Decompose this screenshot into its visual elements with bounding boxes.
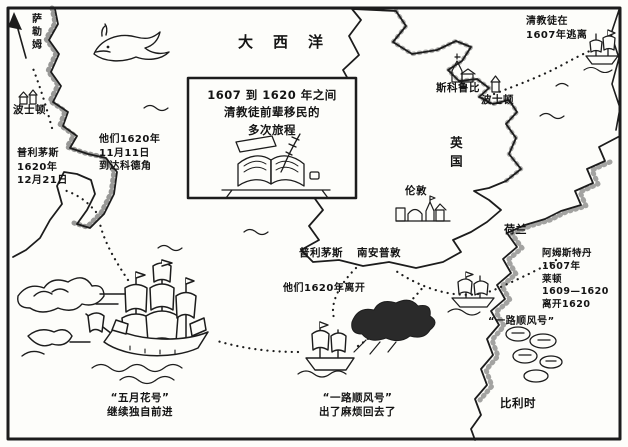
fled-1607-label: 清教徒在 1607年逃离 (526, 16, 588, 41)
mayflower-caption: “五月花号” 继续独自前进 (107, 392, 173, 419)
speedwell-ship-east-icon (447, 271, 495, 316)
inset-panel (186, 76, 358, 200)
holland-label: 荷兰 (504, 223, 527, 236)
fields-icon (505, 326, 563, 383)
amsterdam-leiden-label: 阿姆斯特丹 1607年 莱顿 1609—1620 离开1620 (542, 248, 609, 311)
boston-us-label: 波士顿 (13, 104, 46, 116)
route-departure-1620 (331, 266, 358, 320)
map-frame (6, 6, 622, 441)
route-to-plymouth-us (62, 188, 98, 214)
speedwell-caption: “一路顺风号” 出了麻烦回去了 (319, 392, 396, 419)
cape-cod-label: 他们1620年 11月11日 到达科德角 (99, 134, 161, 172)
departed-1620-label: 他们1620年离开 (283, 283, 366, 294)
sea-monster-icon (93, 23, 170, 62)
london-town-icon (395, 195, 451, 222)
route-to-salem (30, 64, 54, 130)
route-speedwell-to-england (394, 258, 558, 296)
southampton-label: 南安普敦 (357, 247, 401, 259)
wind-cloud-icon (17, 277, 127, 357)
salem-direction-arrow-icon (8, 12, 27, 59)
speedwell-ship-icon (297, 321, 355, 378)
america-coastline (12, 5, 118, 258)
speedwell-east-label: “一路顺风号” (488, 316, 555, 327)
plymouth-uk-label: 普利茅斯 (299, 247, 343, 259)
plymouth-us-label: 普利茅斯 1620年 12月21日 (17, 148, 68, 186)
scrooby-church-icon (451, 53, 476, 83)
boston-uk-label: 波士顿 (481, 94, 514, 106)
salem-label: 萨勒姆 (29, 13, 41, 52)
boston-us-town-icon (18, 89, 38, 105)
scrooby-label: 斯科鲁比 (436, 82, 480, 94)
route-mayflower-west (98, 222, 130, 282)
continent-coastline (470, 9, 621, 441)
england-label: 英国 (447, 136, 463, 173)
inset-caption: 1607 到 1620 年之间 清教徒前辈移民的 多次旅程 (207, 88, 337, 137)
storm-cloud-icon (351, 299, 436, 355)
mayflower-ship-icon (85, 259, 209, 385)
ocean-label: 大西洋 (238, 33, 344, 51)
journeys-book-icon (221, 133, 331, 199)
wave-marks-icon (143, 82, 569, 252)
boston-uk-town-icon (490, 75, 501, 93)
belgium-label: 比利时 (500, 396, 536, 410)
london-label: 伦敦 (405, 185, 427, 197)
route-between-ships (212, 338, 300, 354)
fleeing-ship-icon (583, 29, 619, 74)
